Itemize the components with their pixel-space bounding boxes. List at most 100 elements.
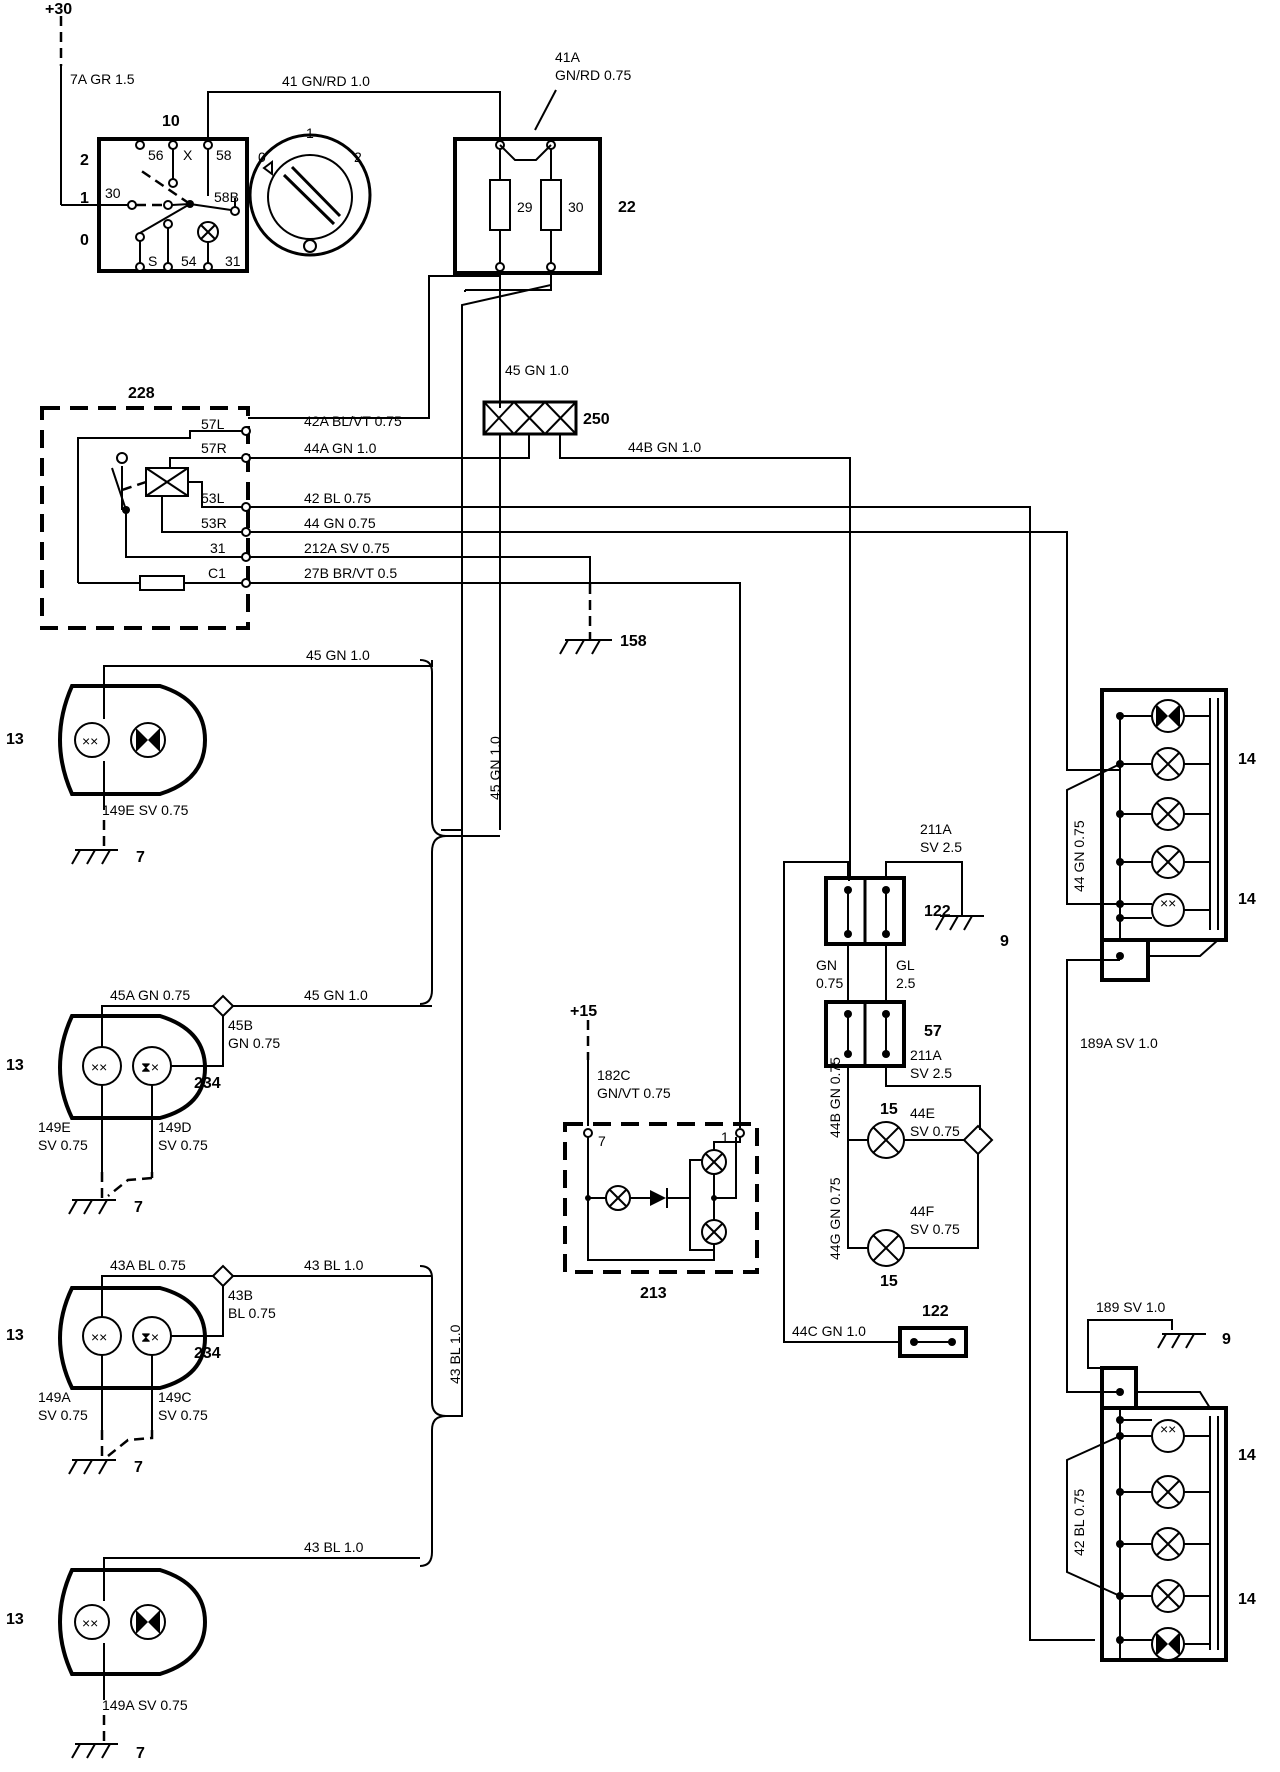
wire-211a-2-label-2: SV 2.5 bbox=[910, 1065, 952, 1081]
wire-44c-label: 44C GN 1.0 bbox=[792, 1323, 866, 1339]
component-7-label-2: 7 bbox=[134, 1199, 143, 1216]
component-15-label-1: 15 bbox=[880, 1101, 898, 1118]
wire-149d-label-1: 149D bbox=[158, 1119, 191, 1135]
svg-text:××: ×× bbox=[91, 1329, 107, 1345]
wire-44a-label: 44A GN 1.0 bbox=[304, 440, 377, 456]
wire-41: 41 GN/RD 1.0 bbox=[207, 73, 501, 141]
terminal-57l-label: 57L bbox=[201, 416, 225, 432]
svg-text:××: ×× bbox=[91, 1059, 107, 1075]
relay-output-wires: 42 BL 0.75 44 GN 0.75 212A SV 0.75 27B B… bbox=[250, 490, 1120, 1641]
terminal-58-label: 58 bbox=[216, 147, 232, 163]
rotary-dial: 0 1 2 bbox=[248, 125, 372, 257]
wire-44e-label-1: 44E bbox=[910, 1105, 935, 1121]
terminal-c1-label: C1 bbox=[208, 565, 226, 581]
fuse-29-label: 29 bbox=[517, 199, 533, 215]
wire-211a-label-2: SV 2.5 bbox=[920, 839, 962, 855]
component-250-label: 250 bbox=[583, 411, 610, 428]
wire-44e-label-2: SV 0.75 bbox=[910, 1123, 960, 1139]
component-13-label-3: 13 bbox=[6, 1327, 24, 1344]
wire-gl-label-1: GL bbox=[896, 957, 915, 973]
wire-149e-top-label: 149E SV 0.75 bbox=[102, 802, 189, 818]
terminal-x-label: X bbox=[183, 147, 193, 163]
relay-228: 228 57L 57R 53L 53R 31 C1 bbox=[40, 385, 251, 630]
wire-45-mid-label: 45 GN 1.0 bbox=[304, 987, 368, 1003]
rear-lamp-cluster-bottom: 189 SV 1.0 9 ×× bbox=[1066, 1299, 1256, 1662]
wire-45a-label: 45A GN 0.75 bbox=[110, 987, 190, 1003]
wire-44g-vertical-label: 44G GN 0.75 bbox=[827, 1177, 843, 1260]
terminal-1-label: 1 bbox=[721, 1129, 729, 1145]
lamp-13-third: 13 ×× ⧗× 43A BL 0.75 43 BL 1.0 43B BL 0.… bbox=[6, 1257, 432, 1476]
wire-41a-label-2: GN/RD 0.75 bbox=[555, 67, 631, 83]
wire-149a-label-1: 149A bbox=[38, 1389, 71, 1405]
dial-1-label: 1 bbox=[306, 125, 314, 141]
ground-158: 158 bbox=[559, 633, 647, 655]
wire-44f-label-2: SV 0.75 bbox=[910, 1221, 960, 1237]
wire-41-label: 41 GN/RD 1.0 bbox=[282, 73, 370, 89]
wire-211a-2-label-1: 211A bbox=[910, 1047, 942, 1063]
component-22-label: 22 bbox=[618, 199, 636, 216]
terminal-53r-label: 53R bbox=[201, 515, 227, 531]
wire-42-vertical-label: 42 BL 0.75 bbox=[1071, 1489, 1087, 1556]
lamp-13-second: 13 ×× ⧗× 45A GN 0.75 45 GN 1.0 45B GN 0.… bbox=[6, 987, 432, 1216]
wire-149a-label-2: SV 0.75 bbox=[38, 1407, 88, 1423]
wire-27b-label: 27B BR/VT 0.5 bbox=[304, 565, 397, 581]
pos-2-label: 2 bbox=[80, 152, 89, 169]
terminal-7-label: 7 bbox=[598, 1133, 606, 1149]
component-7-label-4: 7 bbox=[136, 1745, 145, 1762]
pos-1-label: 1 bbox=[80, 190, 89, 207]
wire-44-vertical-label: 44 GN 0.75 bbox=[1071, 820, 1087, 892]
component-14-label-3: 14 bbox=[1238, 1447, 1256, 1464]
lamps-15: 44B GN 0.75 15 44E SV 0.75 44G GN 0.75 4… bbox=[827, 1057, 994, 1290]
wire-44b-vertical-label: 44B GN 0.75 bbox=[827, 1057, 843, 1138]
wire-182c-label-2: GN/VT 0.75 bbox=[597, 1085, 671, 1101]
wire-149d-label-2: SV 0.75 bbox=[158, 1137, 208, 1153]
component-10-label: 10 bbox=[162, 113, 180, 130]
terminal-31-label-228: 31 bbox=[210, 540, 226, 556]
component-13-label-4: 13 bbox=[6, 1611, 24, 1628]
wire-149e-label-2: SV 0.75 bbox=[38, 1137, 88, 1153]
wire-gn-label-1: GN bbox=[816, 957, 837, 973]
wire-44f-label-1: 44F bbox=[910, 1203, 934, 1219]
fuse-output-wires: 45 GN 1.0 42A BL/VT 0.75 bbox=[248, 271, 569, 831]
svg-text:⧗×: ⧗× bbox=[141, 1059, 159, 1075]
wire-149a-bottom-label: 149A SV 0.75 bbox=[102, 1697, 188, 1713]
component-213-label: 213 bbox=[640, 1285, 667, 1302]
svg-text:××: ×× bbox=[1160, 1421, 1176, 1437]
wire-gl-label-2: 2.5 bbox=[896, 975, 916, 991]
wire-189-label: 189 SV 1.0 bbox=[1096, 1299, 1165, 1315]
light-switch-10: 10 2 1 0 56 X 58 30 58B S 54 31 bbox=[80, 113, 249, 273]
wire-44-label: 44 GN 0.75 bbox=[304, 515, 376, 531]
terminal-58b-label: 58B bbox=[214, 189, 239, 205]
wire-211a-label-1: 211A bbox=[920, 821, 952, 837]
component-15-label-2: 15 bbox=[880, 1273, 898, 1290]
wire-45-vertical-label: 45 GN 1.0 bbox=[487, 736, 503, 800]
wire-189a-label: 189A SV 1.0 bbox=[1080, 1035, 1158, 1051]
connector-122-top: 122 211A SV 2.5 9 GN 0.75 GL 2.5 bbox=[783, 821, 1009, 1343]
wire-45-top-label: 45 GN 1.0 bbox=[306, 647, 370, 663]
wire-149c-label-1: 149C bbox=[158, 1389, 191, 1405]
component-7-label-3: 7 bbox=[134, 1459, 143, 1476]
component-122-label-2: 122 bbox=[922, 1303, 949, 1320]
connector-122-bottom: 44C GN 1.0 122 bbox=[792, 1303, 968, 1358]
wire-42a-label: 42A BL/VT 0.75 bbox=[304, 413, 402, 429]
connector-250: 250 44A GN 1.0 44B GN 1.0 bbox=[248, 400, 851, 880]
svg-text:××: ×× bbox=[82, 733, 98, 749]
wire-45b-label-2: GN 0.75 bbox=[228, 1035, 280, 1051]
terminal-54-label: 54 bbox=[181, 253, 197, 269]
lamp-13-bottom: 13 ×× 43 BL 1.0 149A SV 0.75 7 bbox=[6, 1539, 420, 1762]
component-9-label-1: 9 bbox=[1000, 933, 1009, 950]
wire-43-vertical-label: 43 BL 1.0 bbox=[447, 1324, 463, 1384]
wire-182c-label-1: 182C bbox=[597, 1067, 630, 1083]
wire-43b-label-1: 43B bbox=[228, 1287, 253, 1303]
component-57-label: 57 bbox=[924, 1023, 942, 1040]
terminal-53l-label: 53L bbox=[201, 490, 225, 506]
component-9-label-2: 9 bbox=[1222, 1331, 1231, 1348]
connector-57: 57 211A SV 2.5 bbox=[824, 1000, 981, 1130]
brace-43: 43 BL 1.0 bbox=[419, 830, 463, 1567]
supply-30-line: +30 7A GR 1.5 bbox=[45, 1, 135, 206]
terminal-s-label: S bbox=[148, 253, 157, 269]
plus15-label: +15 bbox=[570, 1003, 597, 1020]
wire-41a-label-1: 41A bbox=[555, 49, 581, 65]
terminal-31-label: 31 bbox=[225, 253, 241, 269]
